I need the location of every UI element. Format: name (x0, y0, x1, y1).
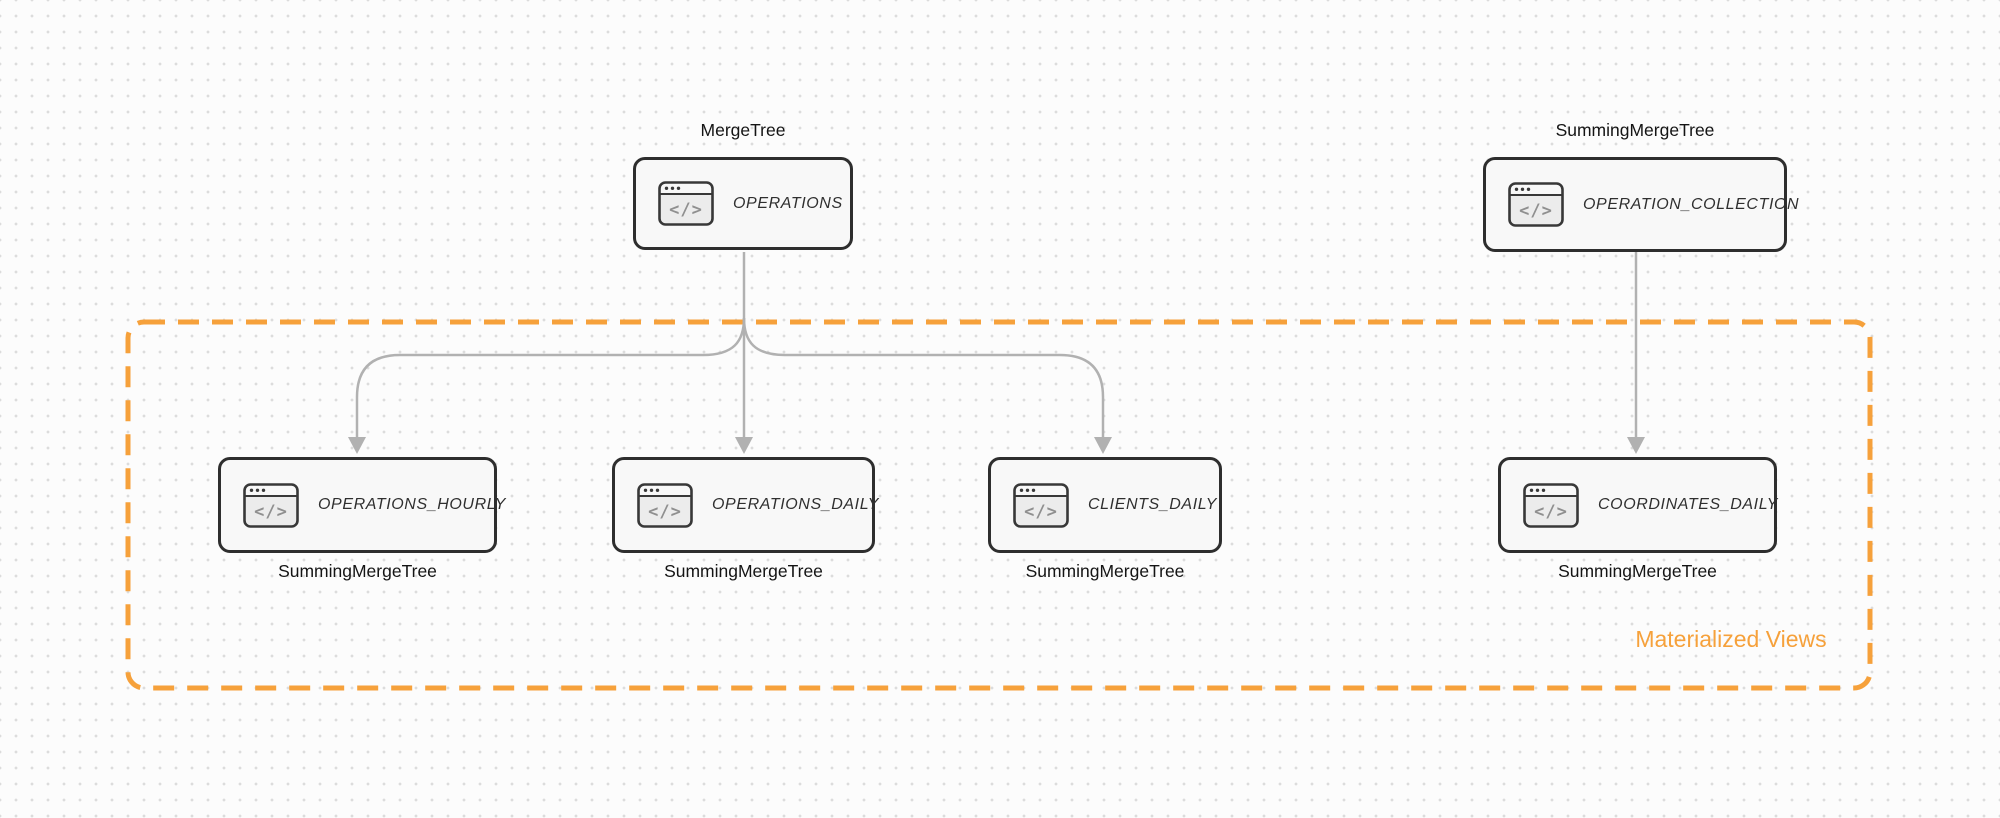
table-node-coordinates-daily: </> COORDINATES_DAILY (1498, 457, 1777, 553)
code-window-icon: </> (243, 482, 299, 528)
code-glyph: </> (254, 502, 288, 522)
table-node-clients-daily: </> CLIENTS_DAILY (988, 457, 1222, 553)
engine-caption-clients-daily: SummingMergeTree (1025, 561, 1185, 581)
table-name: OPERATIONS_DAILY (712, 496, 879, 513)
engine-caption-operations: MergeTree (700, 120, 786, 140)
table-node-operation-collection: </> OPERATION_COLLECTION (1483, 157, 1799, 252)
table-name: OPERATIONS_HOURLY (318, 496, 507, 513)
engine-caption-operation-collection: SummingMergeTree (1555, 120, 1715, 140)
engine-caption-operations-hourly: SummingMergeTree (278, 561, 437, 581)
code-window-icon: </> (1508, 182, 1564, 227)
code-glyph: </> (669, 200, 703, 220)
table-node-operations-daily: </> OPERATIONS_DAILY (612, 457, 878, 553)
engine-caption-coordinates-daily: SummingMergeTree (1558, 561, 1717, 581)
arrowhead-icon (1627, 437, 1645, 454)
code-glyph: </> (1024, 502, 1058, 522)
code-window-icon: </> (1013, 482, 1069, 528)
edge-operations-to-operations-hourly (355, 317, 746, 437)
engine-caption-operations-daily: SummingMergeTree (664, 561, 823, 581)
edge-operations-to-clients-daily (742, 317, 1105, 437)
code-window-icon: </> (1523, 482, 1579, 528)
code-window-icon: </> (658, 181, 714, 226)
arrowhead-icon (1094, 437, 1112, 454)
table-node-operations: </> OPERATIONS (633, 157, 853, 250)
materialized-views-label: Materialized Views (1635, 626, 1827, 652)
code-glyph: </> (1519, 201, 1553, 221)
table-name: OPERATIONS (733, 194, 843, 212)
table-name: OPERATION_COLLECTION (1583, 195, 1800, 213)
table-node-operations-hourly: </> OPERATIONS_HOURLY (218, 457, 505, 553)
code-glyph: </> (648, 502, 682, 522)
table-name: COORDINATES_DAILY (1598, 496, 1779, 513)
arrowhead-icon (348, 437, 366, 454)
arrowhead-icon (735, 437, 753, 454)
table-name: CLIENTS_DAILY (1088, 496, 1218, 513)
code-window-icon: </> (637, 482, 693, 528)
code-glyph: </> (1534, 502, 1568, 522)
materialized-views-boundary (125, 319, 1873, 691)
